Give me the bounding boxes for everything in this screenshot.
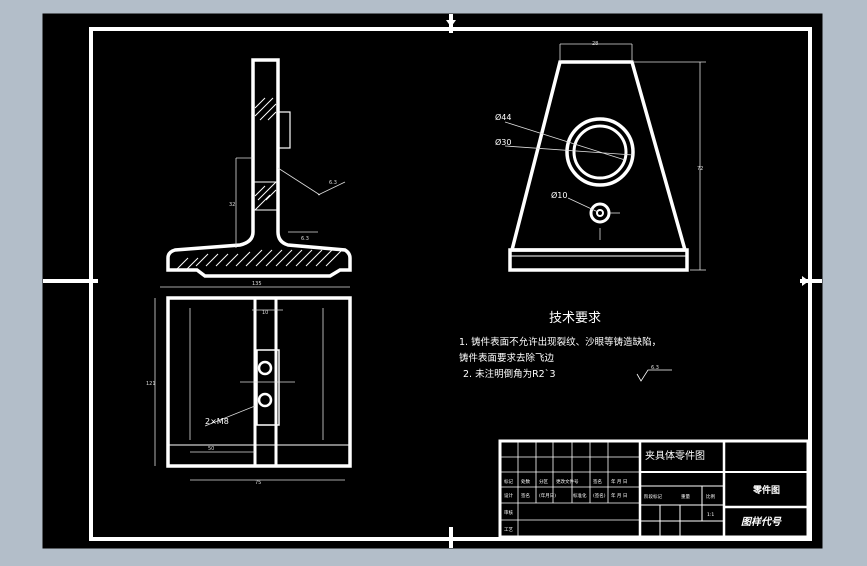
side-dim-d44: Ø44 — [495, 112, 511, 122]
side-dim-d10: Ø10 — [551, 190, 567, 200]
tb-row1-c1: 标记 — [504, 478, 513, 485]
side-dim-height: 72 — [697, 166, 703, 172]
tb-scale-value: 1:1 — [707, 512, 714, 518]
tb-row3-c1: 审核 — [504, 509, 513, 516]
tech-requirement-1: 1. 铸件表面不允许出现裂纹、沙眼等铸造缺陷， — [459, 336, 661, 348]
side-dim-d30: Ø30 — [495, 137, 511, 147]
top-dim-total-width: 135 — [252, 281, 262, 287]
centering-marks — [43, 14, 822, 548]
title-part-label: 零件图 — [752, 484, 780, 496]
tb-row1-c2: 处数 — [521, 478, 530, 485]
front-roughness-2: 6.3 — [301, 236, 309, 242]
front-roughness-1: 6.3 — [329, 180, 337, 186]
side-dim-top: 28 — [592, 41, 598, 47]
tb-row1-c3: 分区 — [539, 478, 548, 485]
tb-row4-c1: 工艺 — [504, 527, 513, 533]
top-dim-slot: 10 — [262, 310, 268, 316]
roughness-symbol — [636, 369, 672, 382]
tb-row2-c5: (签名) — [593, 492, 606, 499]
front-hatch — [175, 97, 343, 271]
tb-scale-label: 比例 — [706, 493, 715, 500]
tb-row2-c4: 标准化 — [573, 492, 587, 499]
tb-row1-c5: 签名 — [593, 478, 602, 485]
tb-row2-c6: 年 月 日 — [611, 492, 627, 499]
tb-row2-c2: 签名 — [521, 492, 530, 499]
top-dim-bottom: 75 — [255, 480, 261, 486]
side-view — [504, 43, 706, 272]
title-drawing-code: 图样代号 — [741, 516, 782, 528]
tech-requirement-2: 2. 未注明倒角为R2`3 — [463, 368, 556, 380]
centering-arrows — [446, 20, 809, 286]
title-block — [498, 439, 810, 539]
tb-weight-label: 重量 — [681, 493, 690, 500]
top-dim-inner: 50 — [208, 446, 214, 452]
tb-row1-c4: 更改文件号 — [556, 478, 579, 485]
front-dim-height: 32 — [229, 202, 235, 208]
roughness-note: 6.3 — [651, 365, 659, 371]
top-holes-label: 2×M8 — [205, 417, 229, 426]
title-part-name: 夹具体零件图 — [645, 449, 705, 462]
tb-stage-label: 阶段标记 — [644, 493, 662, 500]
tb-row2-c1: 设计 — [504, 492, 513, 499]
tech-requirements-title: 技术要求 — [549, 311, 601, 326]
tb-row1-c6: 年 月 日 — [611, 478, 627, 485]
tech-requirement-1-cont: 铸件表面要求去除飞边 — [459, 352, 555, 364]
tb-row2-c3: (年月日) — [539, 492, 556, 499]
front-view — [166, 58, 352, 278]
drawing-sheet — [42, 13, 823, 549]
top-dim-depth: 121 — [146, 381, 156, 387]
top-view — [154, 286, 352, 481]
